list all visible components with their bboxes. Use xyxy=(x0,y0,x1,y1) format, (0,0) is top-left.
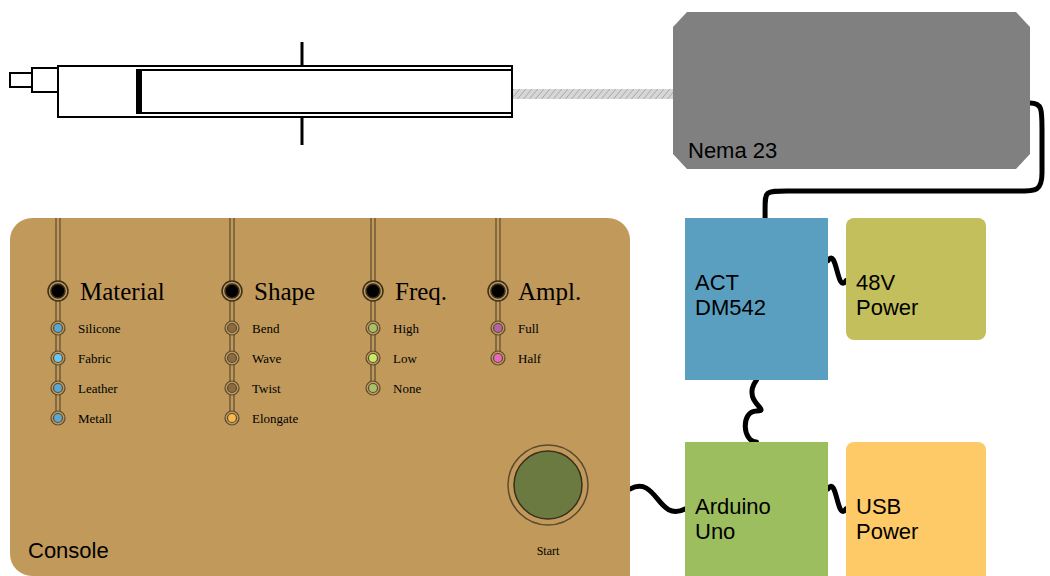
power-supply-box: 48V Power xyxy=(846,218,986,340)
led-label: Leather xyxy=(78,382,118,395)
syringe-tip xyxy=(10,73,32,87)
box-label: Console xyxy=(28,538,109,563)
heading: Freq. xyxy=(395,279,447,304)
led-label: Low xyxy=(393,352,417,365)
box-label: Nema 23 xyxy=(688,138,777,163)
led-label: Elongate xyxy=(252,412,298,425)
cable xyxy=(745,380,761,442)
start-button-ring xyxy=(508,445,588,525)
heading: Ampl. xyxy=(518,279,581,304)
led-label: Metall xyxy=(78,412,112,425)
driver-box: ACT DM542 xyxy=(685,218,828,380)
box-label: Arduino Uno xyxy=(695,494,785,544)
syringe-barrel xyxy=(58,66,512,117)
cable xyxy=(828,486,846,511)
cable xyxy=(630,486,685,511)
threaded-rod xyxy=(512,89,674,99)
syringe-nozzle xyxy=(32,68,58,92)
led-label: Silicone xyxy=(78,322,121,335)
led-label: Fabric xyxy=(78,352,111,365)
heading: Material xyxy=(80,279,165,304)
syringe-flange xyxy=(301,117,304,145)
led-label: High xyxy=(393,322,419,335)
led-label: None xyxy=(393,382,421,395)
led-label: Twist xyxy=(252,382,281,395)
syringe-flange xyxy=(301,42,304,66)
led-label: Wave xyxy=(252,352,281,365)
motor-box: Nema 23 xyxy=(673,12,1030,169)
box-label: 48V Power xyxy=(856,270,946,320)
power-supply-box: USB Power xyxy=(846,442,986,576)
box-label: USB Power xyxy=(856,494,946,544)
heading: Shape xyxy=(254,279,315,304)
button-label: Start xyxy=(537,545,560,557)
led-label: Full xyxy=(518,322,539,335)
console-panel: Console MaterialSiliconeFabricLeatherMeta… xyxy=(10,218,630,576)
box-label: ACT DM542 xyxy=(695,270,785,320)
plunger-seal xyxy=(136,69,142,114)
led-label: Bend xyxy=(252,322,279,335)
syringe-plunger xyxy=(137,70,512,113)
start-button xyxy=(514,451,582,519)
controller-box: Arduino Uno xyxy=(685,442,828,576)
cable xyxy=(828,258,846,283)
led-label: Half xyxy=(518,352,541,365)
